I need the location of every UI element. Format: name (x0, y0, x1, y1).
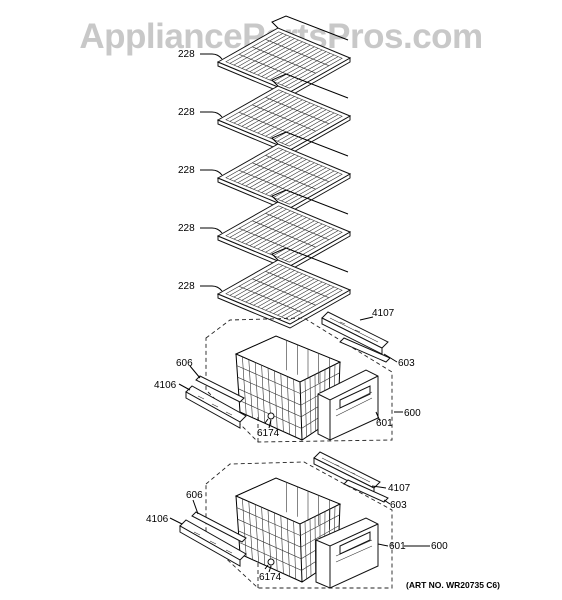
shelf-5[interactable]: 228 (178, 247, 352, 329)
label-upper-601: 601 (376, 418, 393, 429)
lower-screw[interactable] (264, 558, 275, 570)
label-lower-6174: 6174 (259, 572, 282, 583)
label-shelf-5: 228 (178, 281, 195, 292)
label-lower-4107: 4107 (388, 483, 411, 494)
label-shelf-3: 228 (178, 165, 195, 176)
upper-rail-left[interactable] (185, 385, 247, 429)
lower-rail-left[interactable] (179, 519, 247, 567)
lower-drawer-front[interactable] (315, 517, 379, 589)
upper-drawer-front[interactable] (317, 369, 379, 441)
callout-labels: 4107 603 606 4106 601 600 6174 4107 603 … (146, 308, 500, 590)
label-lower-4106: 4106 (146, 514, 169, 525)
label-shelf-1: 228 (178, 49, 195, 60)
label-upper-6174: 6174 (257, 428, 280, 439)
label-upper-4106: 4106 (154, 380, 177, 391)
label-lower-601: 601 (389, 541, 406, 552)
art-number: (ART NO. WR20735 C6) (406, 580, 500, 590)
label-lower-606: 606 (186, 490, 203, 501)
lower-bracket-left[interactable] (191, 511, 247, 543)
upper-drawer-group (185, 311, 393, 443)
label-upper-600: 600 (404, 408, 421, 419)
label-upper-4107: 4107 (372, 308, 395, 319)
label-upper-606: 606 (176, 358, 193, 369)
label-upper-603: 603 (398, 358, 415, 369)
shelf-stack: 228 228 228 228 228 (178, 15, 352, 329)
shelf-2[interactable]: 228 (178, 73, 352, 155)
upper-rail-right[interactable] (321, 311, 389, 355)
leader-lines (169, 316, 430, 573)
upper-wire-basket[interactable] (234, 335, 342, 441)
lower-bracket-right[interactable] (343, 479, 389, 503)
upper-screw[interactable] (264, 412, 275, 424)
label-lower-600: 600 (431, 541, 448, 552)
label-shelf-2: 228 (178, 107, 195, 118)
shelf-4[interactable]: 228 (178, 189, 352, 271)
lower-drawer-group (179, 451, 393, 589)
upper-bracket-left[interactable] (195, 375, 245, 403)
label-shelf-4: 228 (178, 223, 195, 234)
label-lower-603: 603 (390, 500, 407, 511)
shelf-3[interactable]: 228 (178, 131, 352, 213)
